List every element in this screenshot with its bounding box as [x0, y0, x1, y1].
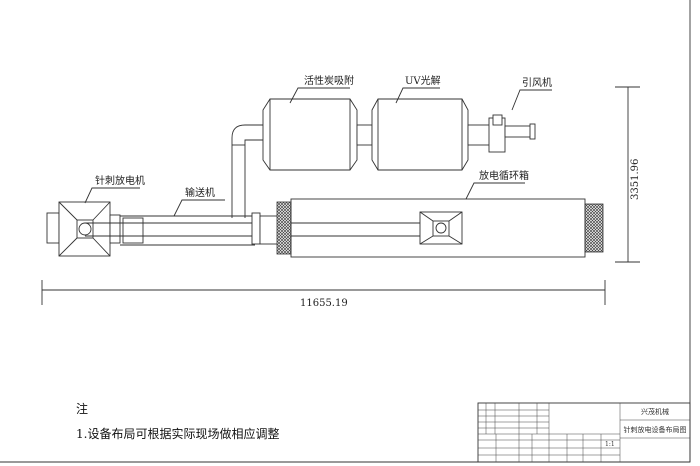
drawing-title: 针刺放电设备布局图	[624, 425, 687, 434]
title-block: 1:1 兴茂机械 针刺放电设备布局图	[477, 402, 691, 463]
carbon-adsorption-unit	[262, 98, 358, 171]
fan-label: 引风机	[522, 76, 552, 89]
uv-label: UV光解	[405, 74, 441, 87]
label-carbon: 活性炭吸附	[289, 74, 354, 104]
induced-fan-unit	[467, 114, 536, 153]
conveyor-label: 输送机	[185, 186, 215, 199]
label-needle-machine: 针刺放电机	[84, 174, 145, 204]
conveyor	[85, 212, 460, 246]
label-conveyor: 输送机	[173, 186, 225, 217]
label-uv: UV光解	[395, 74, 441, 104]
horizontal-dimension: 11655.19	[41, 280, 606, 309]
vertical-dimension: 3351.96	[615, 86, 641, 263]
label-fan: 引风机	[511, 76, 552, 111]
needle-discharge-machine	[46, 201, 121, 257]
connecting-duct	[231, 124, 263, 218]
notes-heading: 注	[76, 401, 88, 416]
carbon-label: 活性炭吸附	[304, 74, 354, 87]
uv-photolysis-unit	[371, 98, 469, 171]
company-name: 兴茂机械	[641, 407, 669, 416]
scale-value: 1:1	[605, 441, 615, 448]
pipe-carbon-uv	[356, 124, 373, 146]
note-item-1: 1.设备布局可根据实际现场做相应调整	[76, 426, 279, 441]
label-circulation-box: 放电循环箱	[465, 169, 529, 200]
total-length-dimension: 11655.19	[300, 298, 348, 309]
height-dimension: 3351.96	[630, 159, 641, 200]
circulation-box-label: 放电循环箱	[479, 169, 529, 182]
needle-machine-label: 针刺放电机	[95, 174, 145, 187]
discharge-circulation-box	[276, 198, 604, 258]
